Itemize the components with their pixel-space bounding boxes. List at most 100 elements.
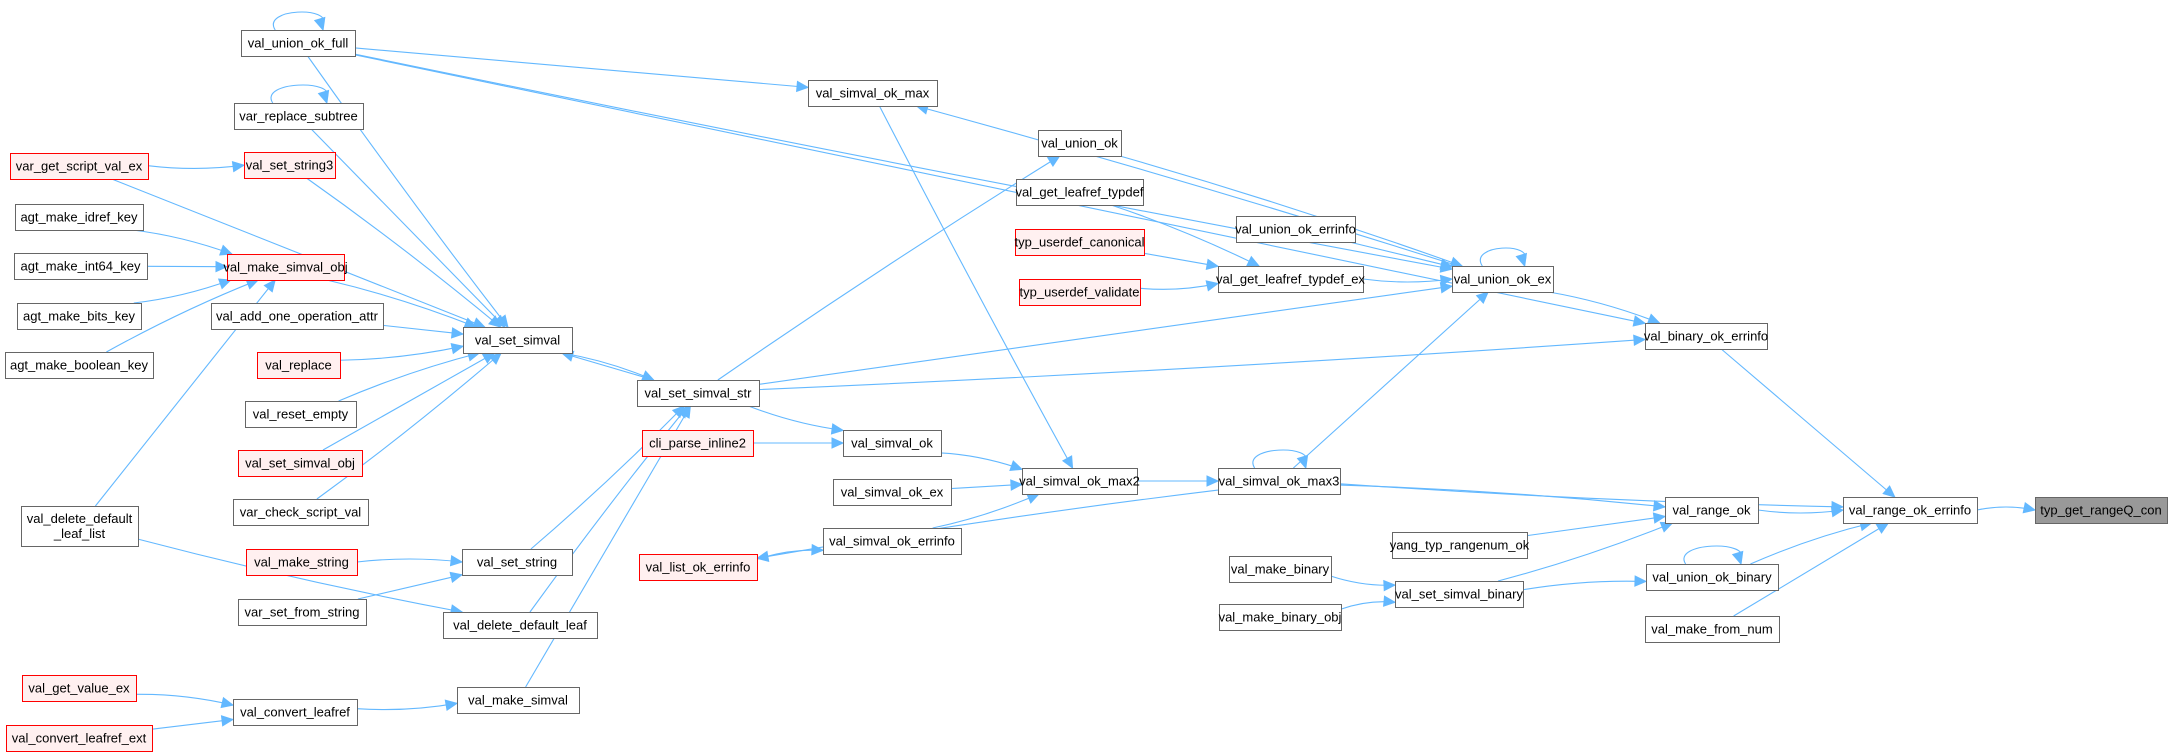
node-box[interactable] (1038, 130, 1122, 157)
node-box[interactable] (462, 549, 573, 576)
node-box[interactable] (22, 675, 137, 702)
node-box[interactable] (238, 599, 367, 626)
node-union-ok-binary[interactable]: val_union_ok_binary (1646, 564, 1779, 591)
node-box[interactable] (17, 303, 142, 330)
node-simval-ok-ex[interactable]: val_simval_ok_ex (833, 479, 952, 506)
node-box[interactable] (1022, 468, 1138, 495)
node-box[interactable] (1015, 229, 1145, 256)
node-set-simval-str[interactable]: val_set_simval_str (637, 380, 760, 407)
node-make-simval[interactable]: val_make_simval (457, 687, 580, 714)
node-simval-ok-max[interactable]: val_simval_ok_max (808, 80, 938, 107)
node-simval-ok-max2[interactable]: val_simval_ok_max2 (1019, 468, 1140, 495)
node-box[interactable] (808, 80, 938, 107)
node-box[interactable] (463, 327, 573, 354)
node-add-one-operation-attr[interactable]: val_add_one_operation_attr (211, 303, 384, 330)
node-yang-typ-rangenum-ok[interactable]: yang_typ_rangenum_ok (1390, 532, 1530, 559)
node-box[interactable] (1665, 497, 1759, 524)
node-agt-make-int64-key[interactable]: agt_make_int64_key (14, 253, 148, 280)
node-agt-make-boolean-key[interactable]: agt_make_boolean_key (5, 352, 154, 379)
node-typ-userdef-validate[interactable]: typ_userdef_validate (1019, 279, 1141, 306)
node-reset-empty[interactable]: val_reset_empty (245, 401, 357, 428)
node-binary-ok-errinfo[interactable]: val_binary_ok_errinfo (1644, 323, 1768, 350)
node-union-ok-ex[interactable]: val_union_ok_ex (1452, 266, 1554, 293)
node-box[interactable] (639, 554, 758, 581)
node-agt-make-idref-key[interactable]: agt_make_idref_key (15, 204, 144, 231)
node-box[interactable] (238, 450, 363, 477)
node-box[interactable] (2035, 497, 2168, 524)
node-box[interactable] (1219, 604, 1342, 631)
node-delete-default-leaf[interactable]: val_delete_default_leaf (443, 612, 598, 639)
node-simval-ok-max3[interactable]: val_simval_ok_max3 (1218, 468, 1341, 495)
node-var-get-script-val-ex[interactable]: var_get_script_val_ex (10, 153, 149, 180)
node-get-leafref-typdef[interactable]: val_get_leafref_typdef (1016, 179, 1144, 206)
node-box[interactable] (233, 699, 358, 726)
node-make-binary[interactable]: val_make_binary (1229, 556, 1332, 583)
node-box[interactable] (15, 204, 144, 231)
node-box[interactable] (211, 303, 384, 330)
node-box[interactable] (241, 30, 356, 57)
node-box[interactable] (1646, 564, 1779, 591)
node-box[interactable] (6, 725, 153, 752)
node-box[interactable] (1019, 279, 1141, 306)
node-box[interactable] (257, 352, 341, 379)
node-box[interactable] (245, 401, 357, 428)
node-var-set-from-string[interactable]: var_set_from_string (238, 599, 367, 626)
node-set-simval-obj[interactable]: val_set_simval_obj (238, 450, 363, 477)
node-list-ok-errinfo[interactable]: val_list_ok_errinfo (639, 554, 758, 581)
node-box[interactable] (21, 506, 139, 547)
node-box[interactable] (234, 103, 364, 130)
node-box[interactable] (1843, 497, 1978, 524)
node-range-ok-errinfo[interactable]: val_range_ok_errinfo (1843, 497, 1978, 524)
node-box[interactable] (843, 430, 942, 457)
node-make-string[interactable]: val_make_string (246, 549, 358, 576)
node-set-simval-binary[interactable]: val_set_simval_binary (1395, 581, 1524, 608)
node-box[interactable] (244, 152, 336, 179)
node-box[interactable] (1016, 179, 1144, 206)
node-range-ok[interactable]: val_range_ok (1665, 497, 1759, 524)
node-delete-default-leaf-list[interactable]: val_delete_default_leaf_list (21, 506, 139, 547)
node-typ-userdef-canonical[interactable]: typ_userdef_canonical (1014, 229, 1145, 256)
node-make-simval-obj[interactable]: val_make_simval_obj (223, 254, 348, 281)
node-make-binary-obj[interactable]: val_make_binary_obj (1219, 604, 1342, 631)
node-var-check-script-val[interactable]: var_check_script_val (233, 499, 369, 526)
node-box[interactable] (637, 380, 760, 407)
node-make-from-num[interactable]: val_make_from_num (1645, 616, 1780, 643)
node-simval-ok-errinfo[interactable]: val_simval_ok_errinfo (823, 528, 962, 555)
node-replace[interactable]: val_replace (257, 352, 341, 379)
node-box[interactable] (642, 430, 754, 457)
node-box[interactable] (457, 687, 580, 714)
node-get-value-ex[interactable]: val_get_value_ex (22, 675, 137, 702)
node-box[interactable] (1395, 581, 1524, 608)
node-box[interactable] (233, 499, 369, 526)
node-box[interactable] (1218, 468, 1341, 495)
node-box[interactable] (1229, 556, 1332, 583)
node-convert-leafref-ext[interactable]: val_convert_leafref_ext (6, 725, 153, 752)
node-root[interactable]: typ_get_rangeQ_con (2035, 497, 2168, 524)
node-box[interactable] (1236, 216, 1356, 243)
node-box[interactable] (14, 253, 148, 280)
node-box[interactable] (5, 352, 154, 379)
node-box[interactable] (443, 612, 598, 639)
node-cli-parse-inline2[interactable]: cli_parse_inline2 (642, 430, 754, 457)
node-box[interactable] (246, 549, 358, 576)
node-union-ok-full[interactable]: val_union_ok_full (241, 30, 356, 57)
node-box[interactable] (1645, 616, 1780, 643)
node-box[interactable] (833, 479, 952, 506)
node-box[interactable] (1452, 266, 1554, 293)
node-set-string3[interactable]: val_set_string3 (244, 152, 336, 179)
node-box[interactable] (1218, 266, 1364, 293)
node-box[interactable] (227, 254, 345, 281)
node-var-replace-subtree[interactable]: var_replace_subtree (234, 103, 364, 130)
node-union-ok-errinfo[interactable]: val_union_ok_errinfo (1235, 216, 1356, 243)
node-union-ok[interactable]: val_union_ok (1038, 130, 1122, 157)
node-box[interactable] (1645, 323, 1768, 350)
node-box[interactable] (10, 153, 149, 180)
node-box[interactable] (823, 528, 962, 555)
node-convert-leafref[interactable]: val_convert_leafref (233, 699, 358, 726)
node-simval-ok[interactable]: val_simval_ok (843, 430, 942, 457)
node-box[interactable] (1392, 532, 1528, 559)
node-set-string[interactable]: val_set_string (462, 549, 573, 576)
node-get-leafref-typdef-ex[interactable]: val_get_leafref_typdef_ex (1216, 266, 1365, 293)
node-set-simval[interactable]: val_set_simval (463, 327, 573, 354)
node-agt-make-bits-key[interactable]: agt_make_bits_key (17, 303, 142, 330)
